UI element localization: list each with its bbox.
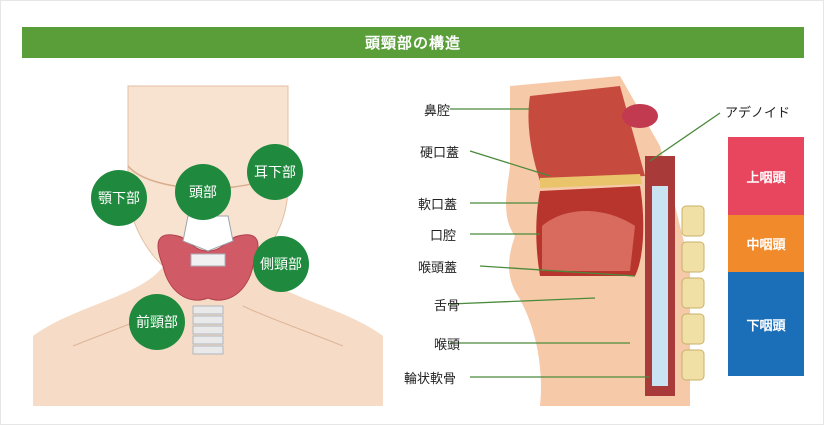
- region-mandibular: 顎下部: [91, 170, 147, 226]
- region-hyoid: 頭部: [175, 164, 231, 220]
- label-nasal-cavity: 鼻腔: [424, 100, 450, 119]
- segment-middle-pharynx: 中咽頭: [728, 215, 804, 272]
- label-epiglottis: 喉頭蓋: [418, 257, 457, 276]
- segment-lower-pharynx: 下咽頭: [728, 272, 804, 376]
- label-oral-cavity: 口腔: [430, 225, 456, 244]
- segment-upper-pharynx: 上咽頭: [728, 137, 804, 215]
- label-hard-palate: 硬口蓋: [420, 142, 459, 161]
- region-lateral: 側頸部: [253, 236, 309, 292]
- neck-front-view: 顎下部 頭部 耳下部 側頸部 前頸部: [33, 66, 383, 406]
- label-cricoid: 輪状軟骨: [404, 368, 456, 387]
- diagram-title: 頭頸部の構造: [22, 27, 804, 58]
- region-infraauricular: 耳下部: [247, 144, 303, 200]
- label-soft-palate: 軟口蓋: [418, 194, 457, 213]
- region-anterior: 前頸部: [129, 294, 185, 350]
- label-adenoid: アデノイド: [725, 102, 790, 121]
- label-larynx: 喉頭: [434, 334, 460, 353]
- neck-illustration: [33, 66, 383, 406]
- label-hyoid-bone: 舌骨: [434, 295, 460, 314]
